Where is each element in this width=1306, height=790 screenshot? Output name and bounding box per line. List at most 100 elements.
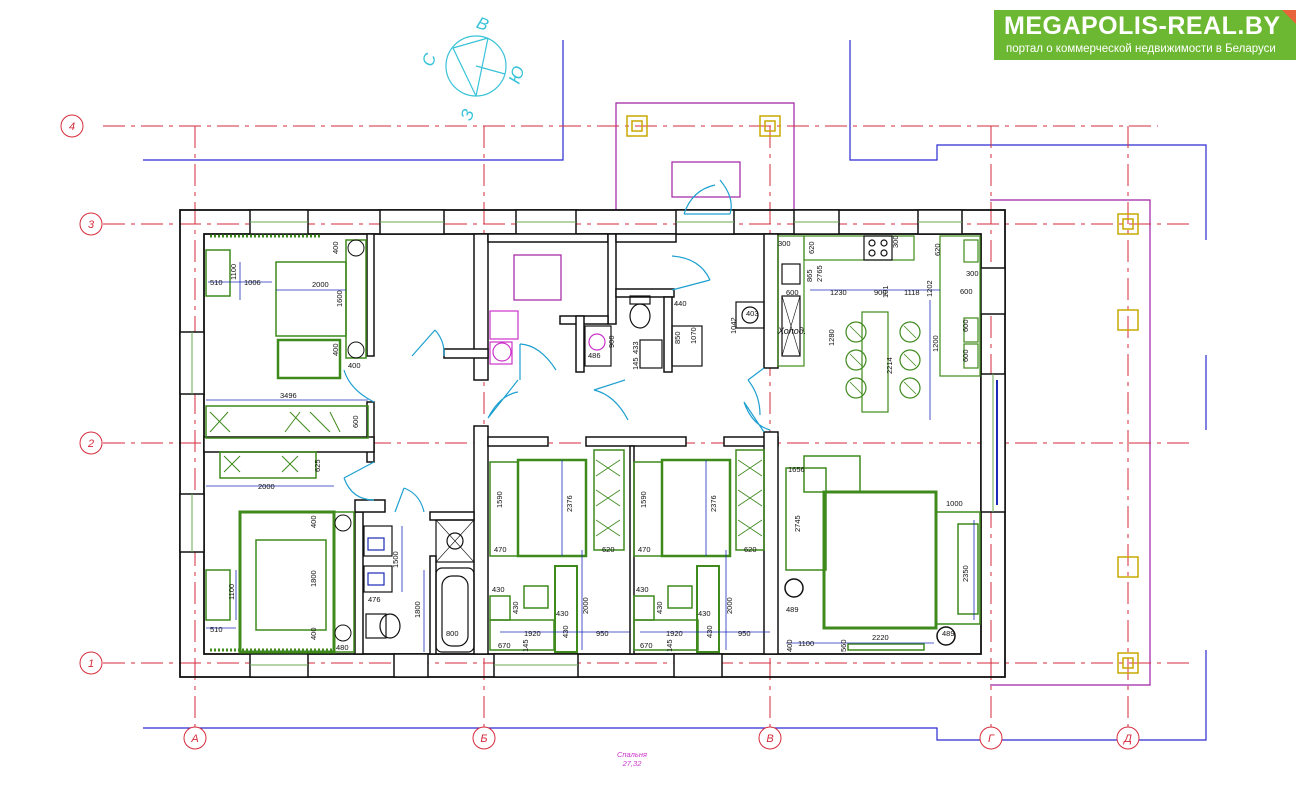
dim: 2765	[815, 265, 824, 282]
dim: 403	[746, 309, 759, 318]
dim: 300	[891, 235, 900, 248]
dim: 1118	[904, 288, 920, 297]
dim: 101	[881, 285, 890, 298]
dim: 430	[492, 585, 505, 594]
dim: 430	[556, 609, 569, 618]
dim: 2350	[961, 565, 970, 582]
dim: 3496	[280, 391, 297, 400]
dim: 850	[673, 331, 682, 344]
dim: 1500	[391, 551, 400, 568]
compass-rose	[445, 35, 507, 97]
fridge-label: Холод.	[777, 326, 806, 336]
bedroom-1-furniture	[205, 234, 369, 479]
dim: 1800	[309, 570, 318, 587]
kitchen-furniture	[777, 235, 981, 413]
dim: 1800	[413, 601, 422, 618]
dim: 489	[786, 605, 799, 614]
brand-corner-accent	[1282, 10, 1296, 24]
compass-east: В	[474, 13, 491, 35]
dim: 800	[446, 629, 459, 638]
dim: 600	[786, 288, 799, 297]
dim: 670	[640, 641, 653, 650]
dim: 600	[960, 287, 973, 296]
axis-label-b: Б	[480, 733, 487, 745]
axis-label-1: 1	[88, 658, 94, 670]
axis-label-3: 3	[88, 219, 95, 231]
dim: 1070	[689, 327, 698, 344]
dim: 145	[521, 639, 530, 652]
axis-label-v: В	[766, 733, 773, 745]
dim: 2376	[565, 495, 574, 512]
axis-label-2: 2	[87, 438, 94, 450]
dim: 950	[596, 629, 609, 638]
dim: 2000	[258, 482, 275, 491]
axis-label-4: 4	[69, 121, 75, 133]
dim: 400	[309, 515, 318, 528]
dim: 1920	[666, 629, 683, 638]
dim: 1590	[639, 491, 648, 508]
dim: 1280	[827, 329, 836, 346]
dim: 1230	[830, 288, 847, 297]
dim: 430	[636, 585, 649, 594]
dim: 300	[778, 239, 791, 248]
dim: 1202	[925, 280, 934, 297]
dim: 430	[698, 609, 711, 618]
dim: 1600	[335, 290, 344, 307]
brand-name: MEGAPOLIS-REAL.BY	[1004, 12, 1281, 40]
dim: 430	[561, 625, 570, 638]
dim: 670	[498, 641, 511, 650]
dim: 1590	[495, 491, 504, 508]
dim: 950	[738, 629, 751, 638]
brand-logo[interactable]: MEGAPOLIS-REAL.BY портал о коммерческой …	[994, 10, 1296, 60]
bathroom-1-fixtures	[363, 519, 475, 653]
dim: 400	[331, 241, 340, 254]
dim: 600	[961, 319, 970, 332]
dim: 145	[665, 639, 674, 652]
dim: 600	[351, 415, 360, 428]
axis-label-d: Д	[1122, 733, 1132, 745]
dim: 1100	[227, 584, 236, 600]
dim: 2000	[725, 597, 734, 614]
dim: 2000	[312, 280, 329, 289]
doors	[343, 179, 771, 513]
toilet-fixtures	[489, 295, 765, 369]
dim: 470	[638, 545, 651, 554]
dim: 1200	[931, 335, 940, 352]
columns	[626, 115, 1139, 674]
site-boundary	[143, 40, 1207, 741]
dim: 510	[210, 625, 223, 634]
dim: 510	[210, 278, 223, 287]
dim: 2220	[872, 633, 889, 642]
dimension-lines	[206, 262, 975, 652]
dim: 480	[336, 643, 349, 652]
dim: 2000	[581, 597, 590, 614]
dim: 900	[874, 288, 887, 297]
dim: 625	[313, 459, 322, 472]
dim: 400	[348, 361, 361, 370]
dim: 1920	[524, 629, 541, 638]
dim: 433	[631, 341, 640, 354]
dim: 400	[785, 639, 794, 652]
dim: 620	[602, 545, 615, 554]
compass-north: С	[418, 50, 440, 69]
dim: 1000	[946, 499, 963, 508]
dim: 560	[839, 639, 848, 652]
axis-bubbles	[60, 114, 1140, 750]
compass-west: З	[457, 106, 479, 123]
dim: 400	[309, 627, 318, 640]
dim: 1656	[788, 465, 805, 474]
dim: 145	[631, 357, 640, 370]
dim: 476	[368, 595, 381, 604]
veranda-outline	[513, 102, 1151, 686]
dim: 430	[511, 601, 520, 614]
dim: 1100	[798, 639, 814, 648]
dim: 486	[588, 351, 601, 360]
dim: 470	[494, 545, 507, 554]
axis-label-g: Г	[988, 733, 995, 745]
dim: 620	[744, 545, 757, 554]
window-lines	[191, 221, 994, 666]
kids-room-2-furniture	[633, 449, 765, 653]
bedroom-2-furniture	[205, 510, 355, 654]
brand-tagline: портал о коммерческой недвижимости в Бел…	[1006, 43, 1276, 55]
